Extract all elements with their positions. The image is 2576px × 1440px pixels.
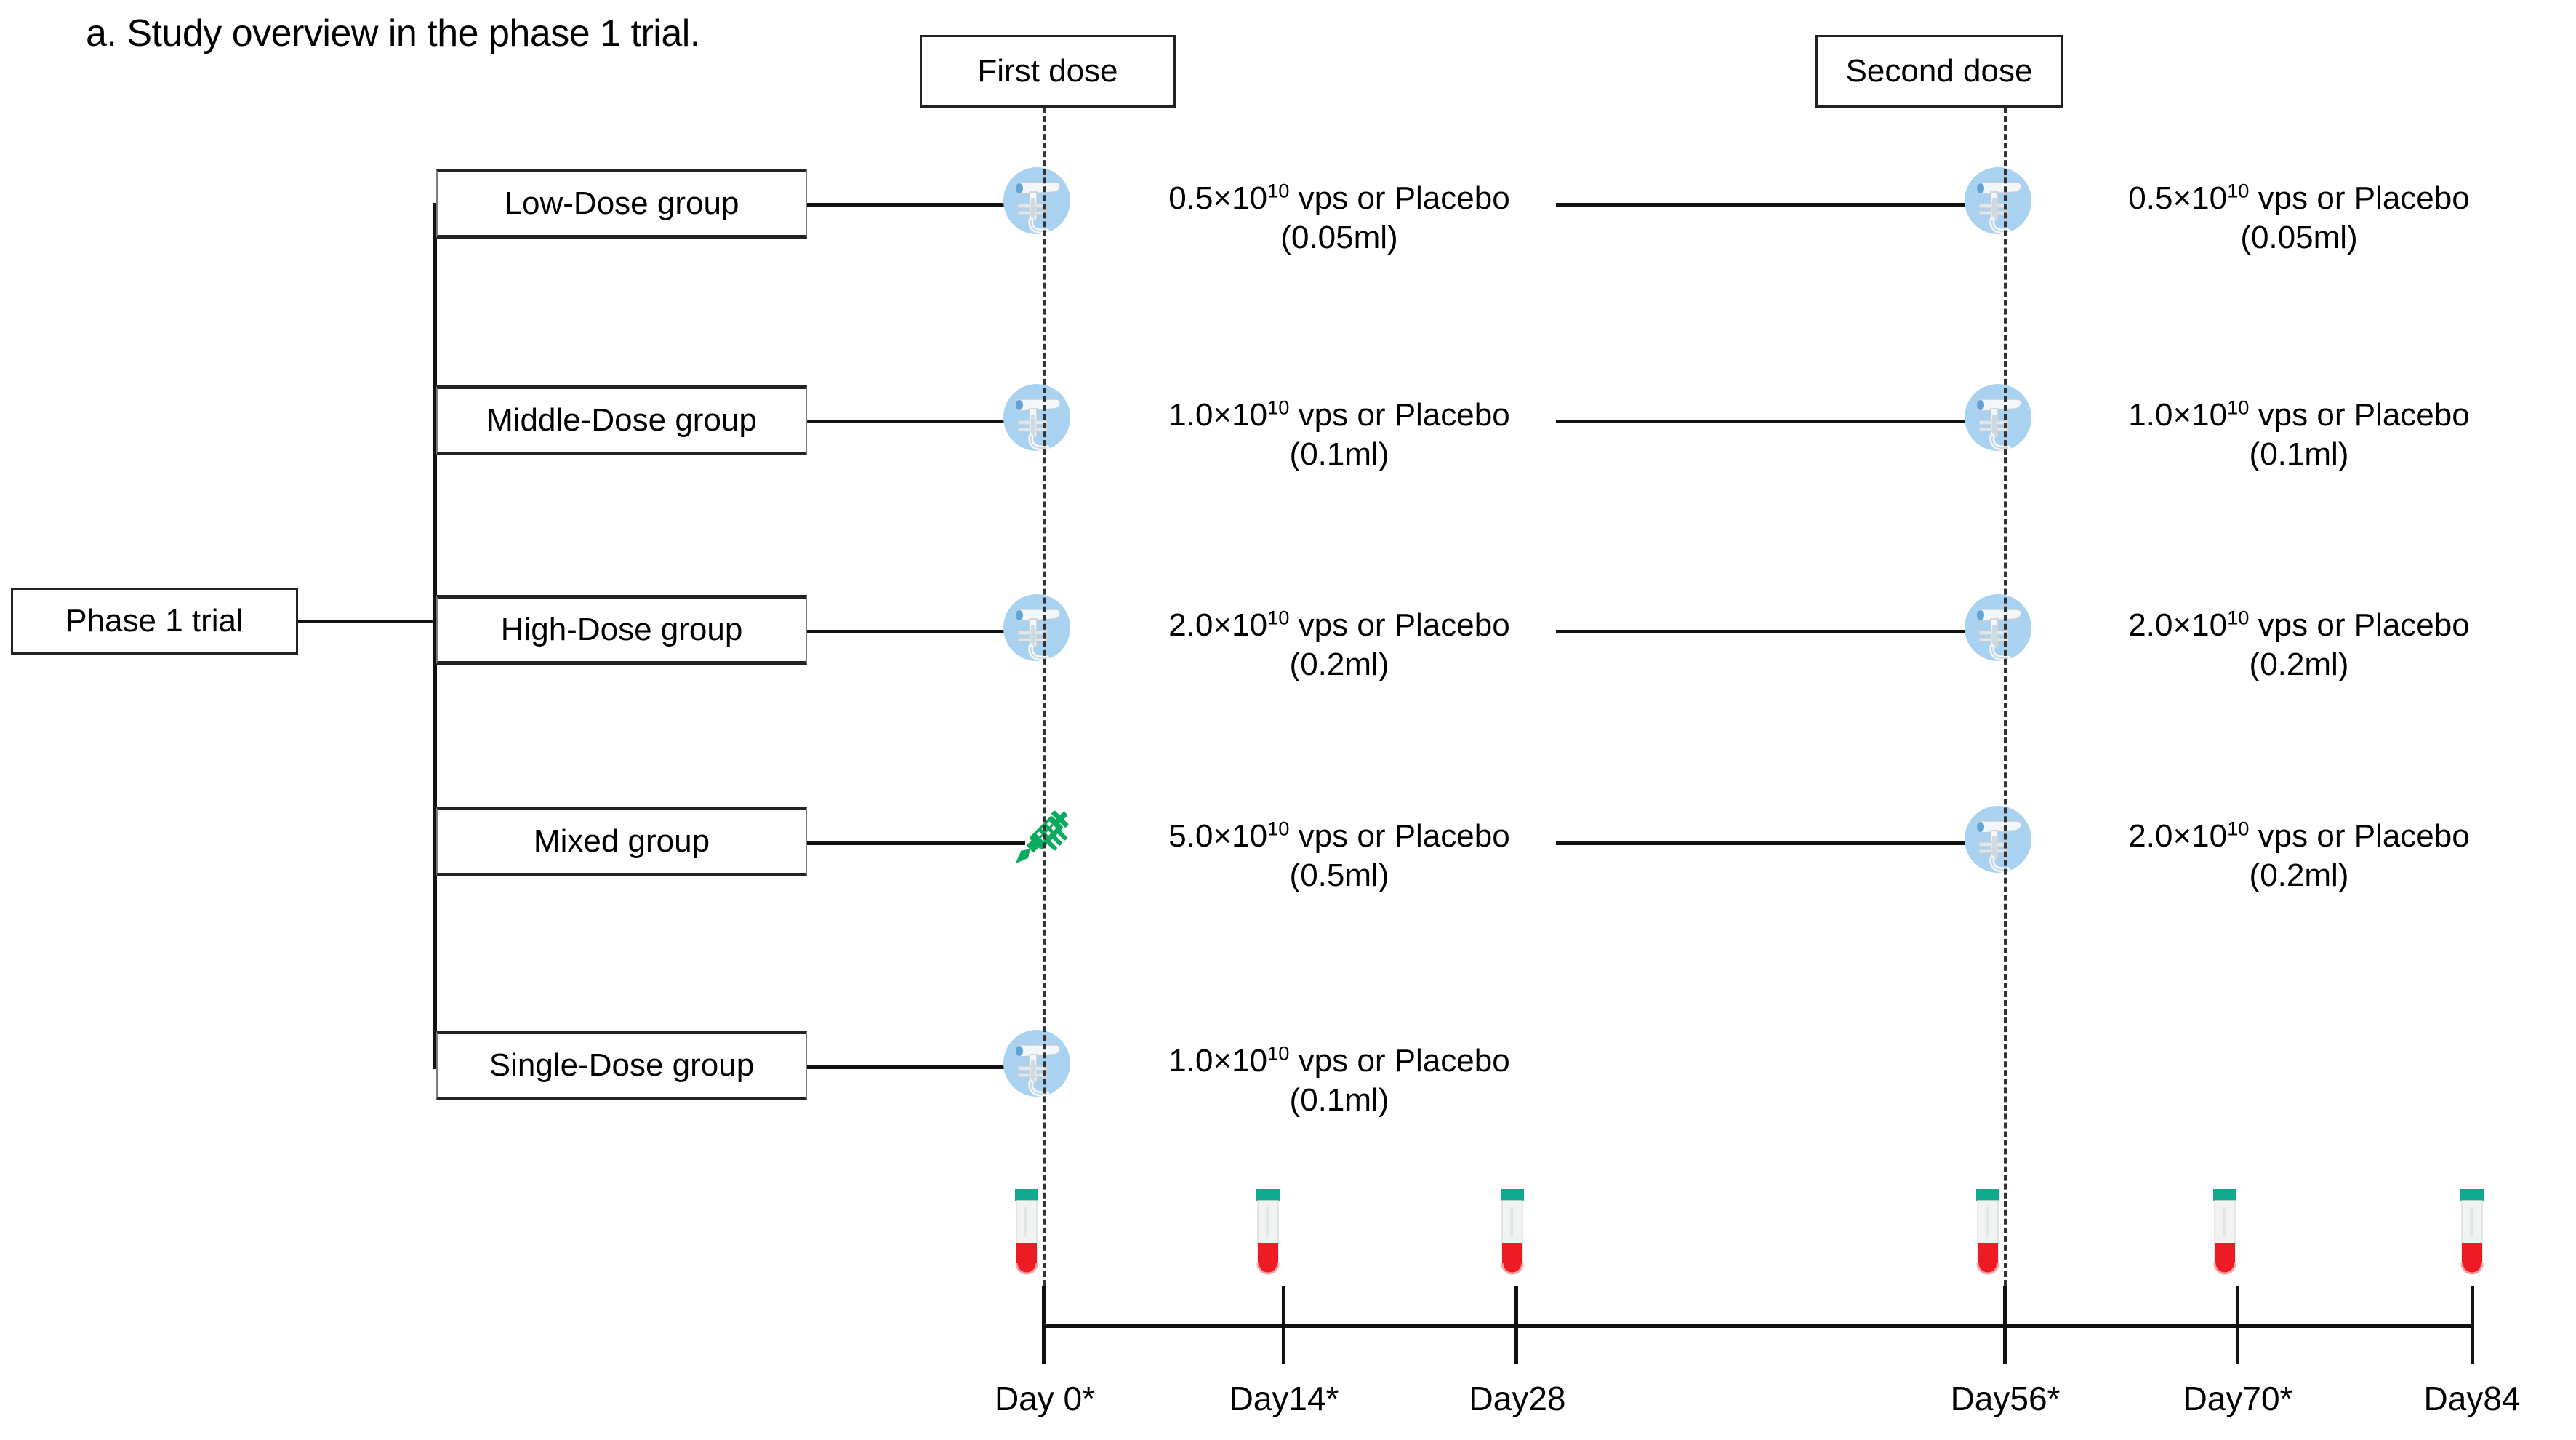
- group-box-low-dose: Low-Dose group: [436, 169, 807, 239]
- second-dose-header-box: Second dose: [1815, 35, 2063, 108]
- dose-volume-high-dose-second: (0.2ml): [2249, 646, 2349, 682]
- group-box-single-dose: Single-Dose group: [436, 1031, 807, 1100]
- timeline-tick-day28: [1514, 1286, 1518, 1364]
- group-label-middle-dose: Middle-Dose group: [486, 402, 757, 438]
- blood-collection-tube-icon: [2456, 1189, 2488, 1284]
- dose-value-mixed-first: 5.0×1010 vps or Placebo: [1168, 817, 1510, 854]
- nasal-spray-icon: [1963, 593, 2033, 663]
- group-label-single-dose: Single-Dose group: [489, 1047, 755, 1083]
- second-dose-header-label: Second dose: [1845, 53, 2033, 89]
- dose-volume-high-dose-first: (0.2ml): [1289, 646, 1389, 682]
- timeline-tick-day0: [1042, 1286, 1046, 1364]
- connector-high-dose-to-second-dose: [1556, 630, 1965, 633]
- dose-value-high-dose-second: 2.0×1010 vps or Placebo: [2128, 606, 2470, 643]
- nasal-spray-icon: [1002, 166, 1072, 236]
- group-box-middle-dose: Middle-Dose group: [436, 385, 807, 455]
- group-label-high-dose: High-Dose group: [500, 612, 743, 647]
- dose-value-middle-dose-second: 1.0×1010 vps or Placebo: [2128, 396, 2470, 433]
- dose-text-single-dose-first: 1.0×1010 vps or Placebo (0.1ml): [1085, 1041, 1594, 1119]
- blood-collection-tube-icon: [2209, 1189, 2241, 1284]
- group-box-high-dose: High-Dose group: [436, 595, 807, 665]
- timeline-tick-day84: [2471, 1286, 2474, 1364]
- dose-value-single-dose-first: 1.0×1010 vps or Placebo: [1168, 1041, 1510, 1079]
- connector-mixed-to-second-dose: [1556, 841, 1965, 845]
- dose-volume-mixed-second: (0.2ml): [2249, 857, 2349, 893]
- nasal-spray-icon: [1963, 383, 2033, 452]
- nasal-spray-icon: [1002, 383, 1072, 452]
- group-label-mixed: Mixed group: [533, 823, 710, 859]
- nasal-spray-icon: [1002, 593, 1072, 663]
- dose-text-high-dose-first: 2.0×1010 vps or Placebo (0.2ml): [1085, 606, 1594, 684]
- blood-collection-tube-icon: [1496, 1189, 1528, 1284]
- dose-volume-low-dose-second: (0.05ml): [2240, 219, 2358, 255]
- group-label-low-dose: Low-Dose group: [504, 185, 739, 221]
- dashed-guide-day56: [2004, 108, 2007, 1286]
- page-title: a. Study overview in the phase 1 trial.: [86, 12, 700, 55]
- tree-trunk-line: [433, 203, 437, 1068]
- timeline-label-day28: Day28: [1469, 1380, 1566, 1417]
- root-node-label: Phase 1 trial: [65, 603, 244, 639]
- first-dose-header-box: First dose: [920, 35, 1176, 108]
- group-box-mixed: Mixed group: [436, 807, 807, 876]
- timeline-label-day56: Day56*: [1950, 1380, 2061, 1417]
- connector-high-dose-to-first-dose: [807, 630, 1014, 633]
- connector-middle-dose-to-first-dose: [807, 420, 1014, 423]
- dose-volume-low-dose-first: (0.05ml): [1280, 219, 1398, 255]
- dose-volume-mixed-first: (0.5ml): [1289, 857, 1389, 893]
- dose-text-mixed-second: 2.0×1010 vps or Placebo (0.2ml): [2045, 817, 2553, 895]
- connector-mixed-to-first-dose: [807, 841, 1025, 845]
- dose-value-high-dose-first: 2.0×1010 vps or Placebo: [1168, 606, 1510, 643]
- dose-volume-middle-dose-first: (0.1ml): [1289, 436, 1389, 472]
- nasal-spray-icon: [1002, 1028, 1072, 1098]
- nasal-spray-icon: [1963, 804, 2033, 874]
- timeline-label-day14: Day14*: [1229, 1380, 1339, 1417]
- dose-volume-single-dose-first: (0.1ml): [1289, 1081, 1389, 1118]
- dashed-guide-day0: [1043, 108, 1046, 1286]
- dose-text-low-dose-second: 0.5×1010 vps or Placebo (0.05ml): [2045, 179, 2553, 257]
- dose-text-mixed-first: 5.0×1010 vps or Placebo (0.5ml): [1085, 817, 1594, 895]
- timeline-tick-day70: [2236, 1286, 2239, 1364]
- timeline-tick-day56: [2003, 1286, 2007, 1364]
- dose-value-middle-dose-first: 1.0×1010 vps or Placebo: [1168, 396, 1510, 433]
- dose-volume-middle-dose-second: (0.1ml): [2249, 436, 2349, 472]
- dose-text-middle-dose-second: 1.0×1010 vps or Placebo (0.1ml): [2045, 396, 2553, 473]
- connector-low-dose-to-first-dose: [807, 203, 1014, 207]
- connector-single-dose-to-first-dose: [807, 1065, 1014, 1069]
- timeline-label-day70: Day70*: [2183, 1380, 2293, 1417]
- timeline-tick-day14: [1282, 1286, 1285, 1364]
- blood-collection-tube-icon: [1972, 1189, 2004, 1284]
- dose-value-low-dose-second: 0.5×1010 vps or Placebo: [2128, 179, 2470, 216]
- first-dose-header-label: First dose: [977, 53, 1118, 89]
- connector-middle-dose-to-second-dose: [1556, 420, 1965, 423]
- root-node-phase-1-trial: Phase 1 trial: [11, 588, 298, 655]
- root-stem-line: [298, 620, 436, 623]
- blood-collection-tube-icon: [1252, 1189, 1284, 1284]
- timeline-label-day84: Day84: [2423, 1380, 2521, 1417]
- timeline-label-day0: Day 0*: [994, 1380, 1096, 1417]
- nasal-spray-icon: [1963, 166, 2033, 236]
- syringe-icon: [1003, 800, 1079, 876]
- connector-low-dose-to-second-dose: [1556, 203, 1965, 207]
- blood-collection-tube-icon: [1011, 1189, 1043, 1284]
- dose-value-mixed-second: 2.0×1010 vps or Placebo: [2128, 817, 2470, 854]
- dose-text-middle-dose-first: 1.0×1010 vps or Placebo (0.1ml): [1085, 396, 1594, 473]
- dose-value-low-dose-first: 0.5×1010 vps or Placebo: [1168, 179, 1510, 216]
- dose-text-high-dose-second: 2.0×1010 vps or Placebo (0.2ml): [2045, 606, 2553, 684]
- timeline-axis: [1043, 1324, 2472, 1328]
- dose-text-low-dose-first: 0.5×1010 vps or Placebo (0.05ml): [1085, 179, 1594, 257]
